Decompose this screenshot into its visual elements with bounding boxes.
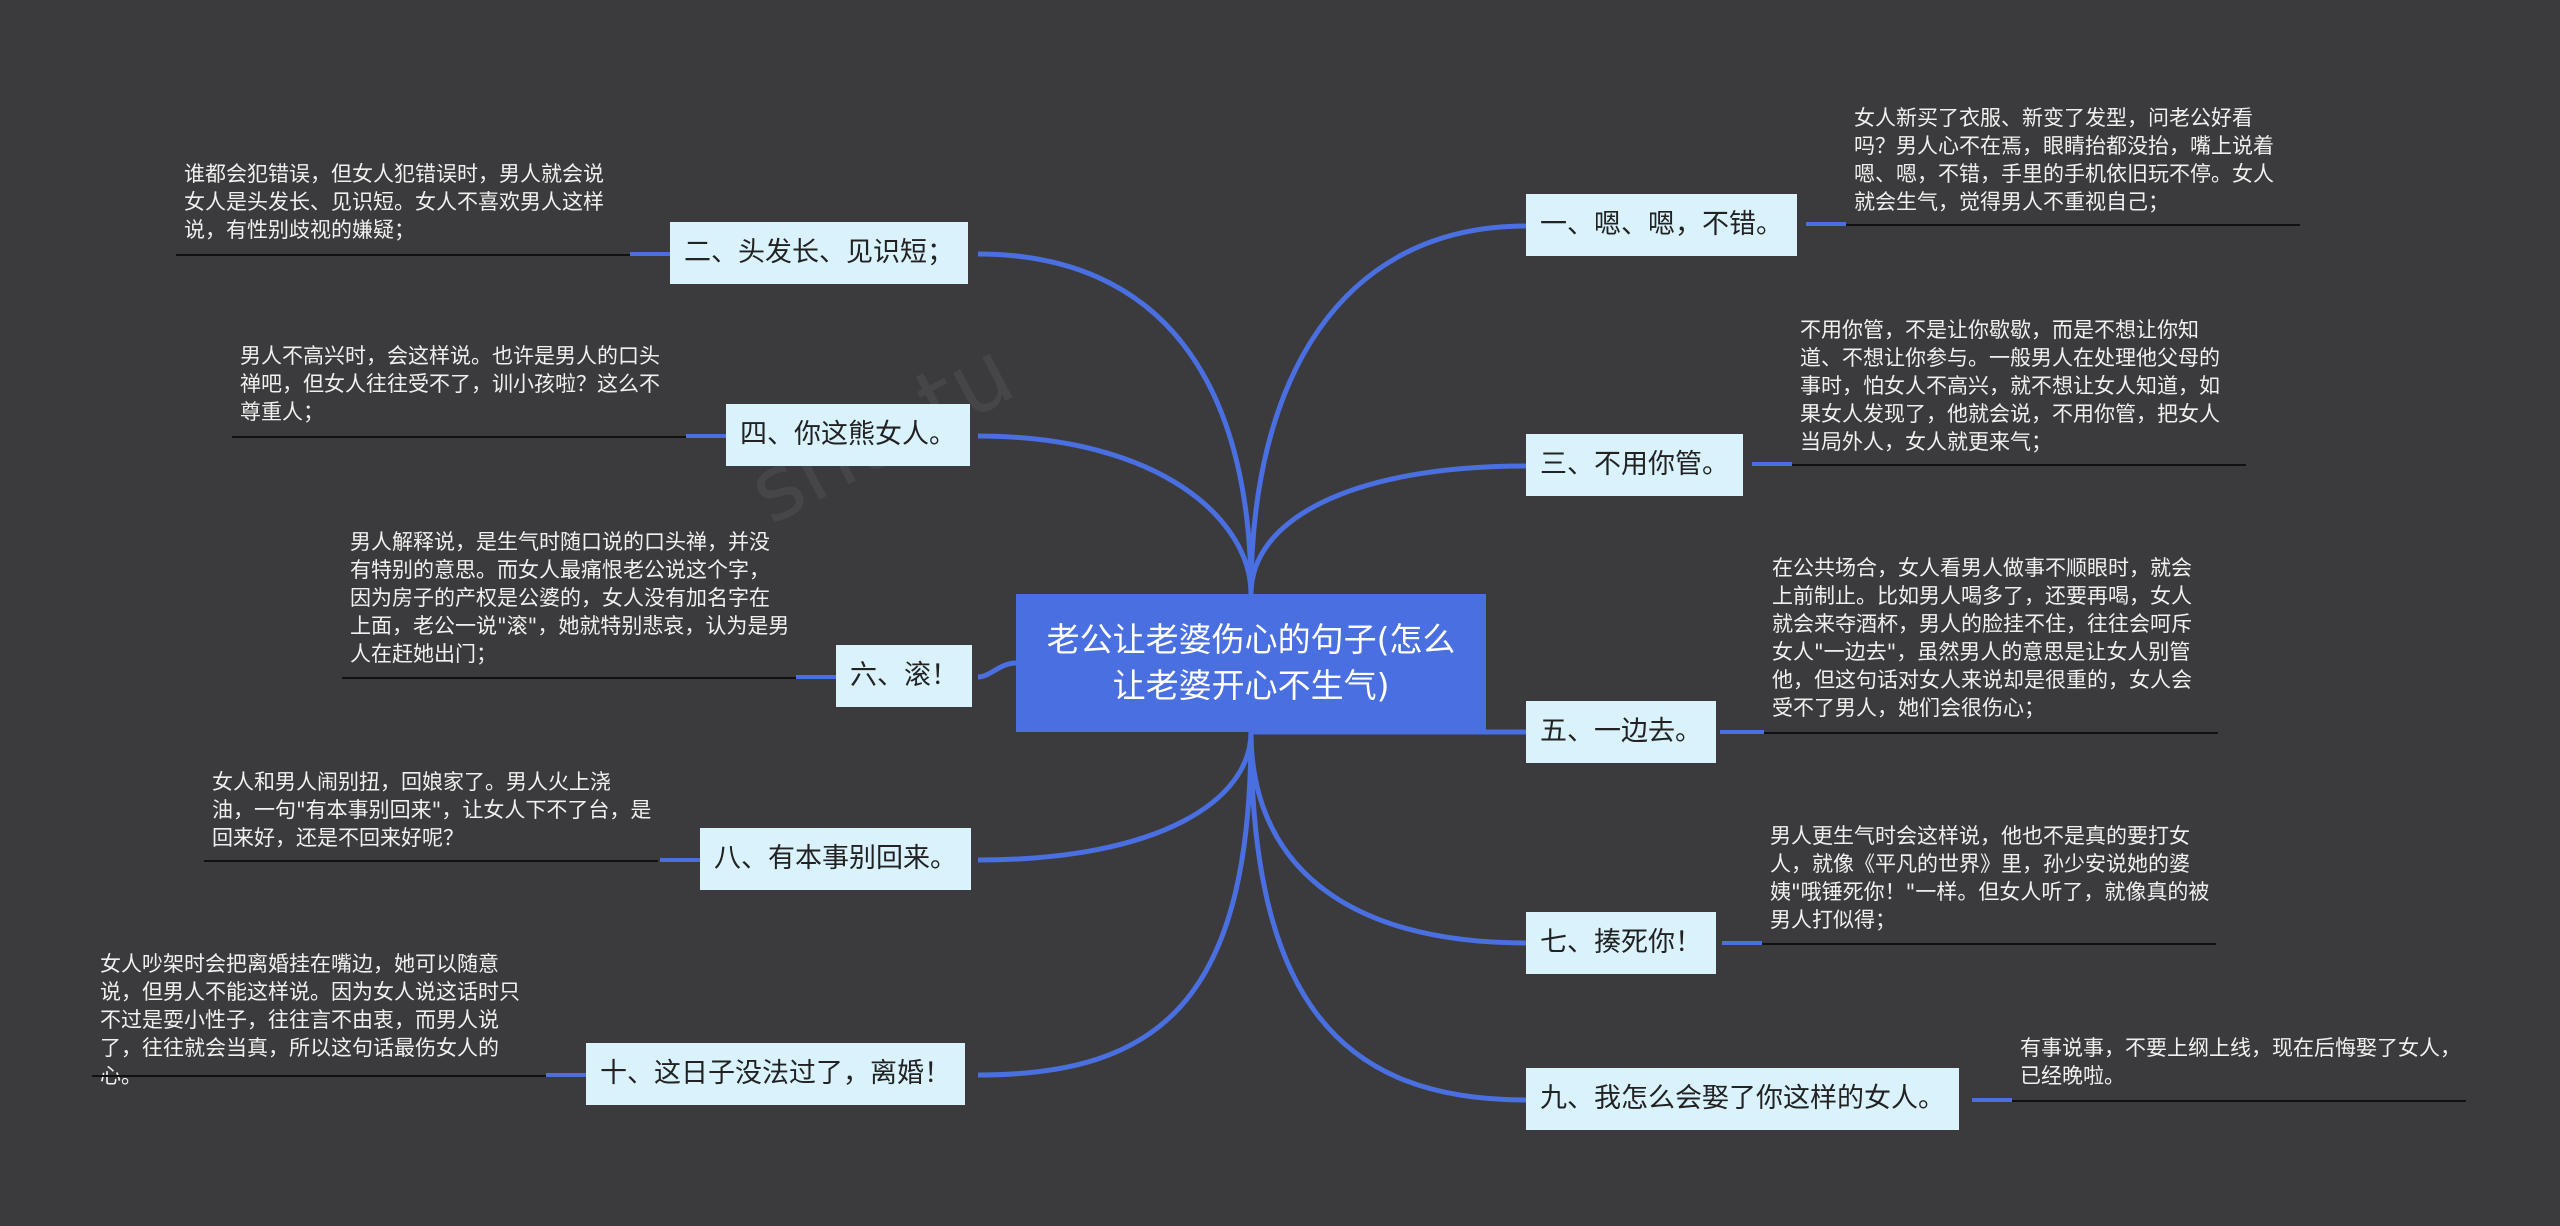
branch-1[interactable]: 一、嗯、嗯，不错。 xyxy=(1526,194,1797,256)
note-9: 有事说事，不要上纲上线，现在后悔娶了女人，已经晚啦。 xyxy=(2020,1036,2461,1088)
link-branch-1 xyxy=(1248,223,1527,595)
note-underline-5 xyxy=(1764,732,2218,734)
link-branch-7 xyxy=(1248,731,1527,946)
note-1: 女人新买了衣服、新变了发型，问老公好看吗？男人心不在焉，眼睛抬都没抬，嘴上说着嗯… xyxy=(1854,106,2274,214)
note-4: 男人不高兴时，会这样说。也许是男人的口头禅吧，但女人往往受不了，训小孩啦？这么不… xyxy=(240,344,660,424)
note-8: 女人和男人闹别扭，回娘家了。男人火上浇油，一句"有本事别回来"，让女人下不了台，… xyxy=(212,770,652,850)
branch-9[interactable]: 九、我怎么会娶了你这样的女人。 xyxy=(1526,1068,1959,1130)
branch-4[interactable]: 四、你这熊女人。 xyxy=(726,404,970,466)
link-branch-4 xyxy=(977,433,1254,595)
note-underline-9 xyxy=(2012,1100,2466,1102)
note-underline-6 xyxy=(342,677,796,679)
note-underline-4 xyxy=(232,436,686,438)
note-10: 女人吵架时会把离婚挂在嘴边，她可以随意说，但男人不能这样说。因为女人说这话时只不… xyxy=(100,952,520,1088)
link-branch-9 xyxy=(1248,731,1527,1103)
central-topic[interactable]: 老公让老婆伤心的句子(怎么让老婆开心不生气) xyxy=(1016,594,1486,732)
note-underline-2 xyxy=(176,254,630,256)
branch-2[interactable]: 二、头发长、见识短； xyxy=(670,222,968,284)
note-underline-10 xyxy=(92,1075,546,1077)
branch-10[interactable]: 十、这日子没法过了，离婚！ xyxy=(586,1043,965,1105)
note-underline-8 xyxy=(204,860,658,862)
link-branch-10 xyxy=(977,731,1254,1078)
branch-6[interactable]: 六、滚！ xyxy=(836,645,972,707)
branch-7[interactable]: 七、揍死你！ xyxy=(1526,912,1716,974)
note-3: 不用你管，不是让你歇歇，而是不想让你知道、不想让你参与。一般男人在处理他父母的事… xyxy=(1800,318,2220,454)
note-underline-3 xyxy=(1792,464,2246,466)
note-underline-1 xyxy=(1846,224,2300,226)
branch-8[interactable]: 八、有本事别回来。 xyxy=(700,828,971,890)
link-branch-8 xyxy=(977,731,1254,863)
note-5: 在公共场合，女人看男人做事不顺眼时，就会上前制止。比如男人喝多了，还要再喝，女人… xyxy=(1772,556,2192,720)
branch-3[interactable]: 三、不用你管。 xyxy=(1526,434,1743,496)
note-7: 男人更生气时会这样说，他也不是真的要打女人，就像《平凡的世界》里，孙少安说她的婆… xyxy=(1770,824,2210,932)
link-branch-6 xyxy=(977,660,1017,680)
link-branch-3 xyxy=(1248,463,1527,595)
note-underline-7 xyxy=(1762,943,2216,945)
note-2: 谁都会犯错误，但女人犯错误时，男人就会说女人是头发长、见识短。女人不喜欢男人这样… xyxy=(184,162,604,242)
note-6: 男人解释说，是生气时随口说的口头禅，并没有特别的意思。而女人最痛恨老公说这个字，… xyxy=(350,530,790,666)
branch-5[interactable]: 五、一边去。 xyxy=(1526,701,1716,763)
link-branch-2 xyxy=(977,251,1254,595)
